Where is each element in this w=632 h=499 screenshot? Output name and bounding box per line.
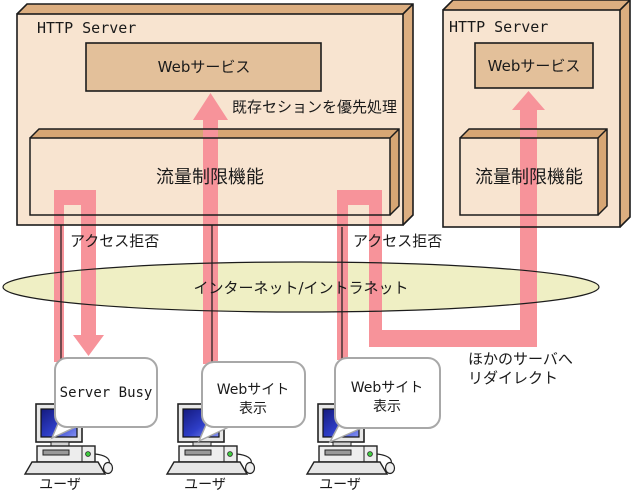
right-server-top-face bbox=[443, 0, 630, 10]
left-webservice-outline bbox=[85, 42, 322, 92]
right-flowlimit-outline bbox=[459, 137, 599, 216]
left-server-outline bbox=[16, 13, 404, 226]
right-webservice-box bbox=[475, 43, 593, 88]
right-server-side-face bbox=[620, 0, 630, 227]
network-ellipse bbox=[3, 262, 599, 312]
left-server-title: HTTP Server bbox=[37, 19, 136, 37]
bubble-text-line2: 表示 bbox=[239, 401, 267, 417]
priority-label: 既存セションを優先処理 bbox=[232, 98, 397, 116]
user2-label: ユーザ bbox=[184, 477, 226, 493]
redirect-label-line1: ほかのサーバへ bbox=[468, 350, 573, 368]
bubble-body bbox=[54, 357, 158, 428]
left-server-top-face bbox=[17, 4, 413, 14]
right-webservice-outline bbox=[474, 42, 594, 89]
left-flowlimit-label: 流量制限機能 bbox=[156, 167, 264, 188]
left-flowlimit-3d-edges bbox=[29, 128, 400, 216]
bubble-body bbox=[334, 357, 441, 429]
bubble-website-1: Webサイト 表示 bbox=[197, 361, 306, 443]
deny-return-arrow bbox=[54, 190, 104, 362]
bubble-text: Server Busy bbox=[60, 385, 153, 401]
user3-label: ユーザ bbox=[319, 477, 361, 493]
left-webservice-label: Webサービス bbox=[158, 58, 251, 76]
left-flowlimit-side-face bbox=[390, 129, 399, 215]
priority-up-arrow bbox=[193, 93, 228, 364]
right-server-outline bbox=[442, 9, 621, 228]
right-server-title: HTTP Server bbox=[449, 18, 548, 36]
right-flowlimit-3d-edges bbox=[459, 128, 608, 216]
right-flowlimit-label: 流量制限機能 bbox=[475, 167, 583, 188]
right-webservice-label: Webサービス bbox=[488, 57, 581, 75]
network-ellipse-outline bbox=[2, 261, 600, 313]
bubble-website-2: Webサイト 表示 bbox=[328, 357, 441, 444]
bubble-body bbox=[201, 361, 306, 428]
user1-label: ユーザ bbox=[39, 477, 81, 493]
bubble-text-line1: Webサイト bbox=[217, 382, 290, 398]
access-denied-right-label: アクセス拒否 bbox=[353, 232, 442, 250]
network-label: インターネット/イントラネット bbox=[193, 279, 408, 297]
redirect-label-line2: リダイレクト bbox=[468, 369, 558, 387]
right-flowlimit-side-face bbox=[598, 129, 607, 215]
left-server-3d-edges bbox=[16, 3, 414, 226]
bubble-server-busy: Server Busy bbox=[50, 357, 158, 440]
right-server-3d-edges bbox=[442, 0, 631, 228]
bubble-text-line1: Webサイト bbox=[351, 380, 424, 396]
access-denied-left-label: アクセス拒否 bbox=[70, 232, 159, 250]
bubble-text-line2: 表示 bbox=[373, 399, 401, 415]
left-webservice-box bbox=[86, 43, 321, 91]
left-flowlimit-outline bbox=[29, 137, 391, 216]
left-server-side-face bbox=[403, 4, 413, 225]
